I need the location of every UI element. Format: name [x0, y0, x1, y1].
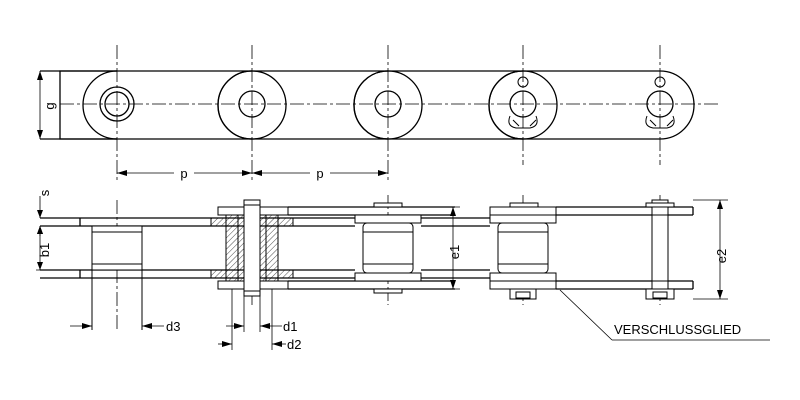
overlap-arc-1: [217, 70, 253, 140]
label-e2: e2: [714, 249, 729, 263]
dimension-g: [37, 71, 43, 139]
dimension-d2: [218, 289, 286, 350]
inner-plates: [40, 217, 355, 279]
inner-plates-right: [421, 217, 490, 279]
top-view: g p p: [37, 45, 720, 181]
plate-middle-right: [353, 70, 558, 140]
outer-plate-middle: [217, 70, 423, 140]
connecting-pin: [645, 199, 675, 300]
plate-right: [488, 70, 695, 140]
inner-plate-left: [82, 70, 287, 140]
label-g: g: [42, 102, 57, 109]
overlap-arc-3: [488, 70, 524, 140]
dimension-d1: [226, 296, 282, 332]
dimension-p-left: [117, 170, 252, 176]
dimension-p-right: [252, 170, 388, 176]
label-p-left: p: [180, 166, 187, 181]
label-b1: b1: [37, 243, 52, 257]
side-view: s b1 e1 e2: [36, 189, 770, 352]
roller-4: [489, 202, 557, 300]
label-connecting-link: VERSCHLUSSGLIED: [614, 322, 741, 337]
label-e1: e1: [447, 245, 462, 259]
connecting-link-leader: [559, 289, 770, 341]
label-s: s: [37, 189, 52, 196]
dimension-e1: [421, 206, 460, 290]
connecting-link-plates: [556, 206, 694, 290]
label-d3: d3: [166, 319, 180, 334]
dimension-e2: [693, 199, 728, 300]
dimension-b1: [36, 226, 92, 271]
roller-1: [91, 225, 143, 330]
label-p-right: p: [316, 166, 323, 181]
pin-section: [210, 199, 294, 297]
overlap-arc-2: [353, 70, 389, 140]
plate-left-edge: [59, 70, 117, 140]
label-d2: d2: [287, 337, 301, 352]
roller-3: [354, 202, 422, 294]
label-d1: d1: [283, 319, 297, 334]
dimension-d3: [70, 323, 164, 329]
